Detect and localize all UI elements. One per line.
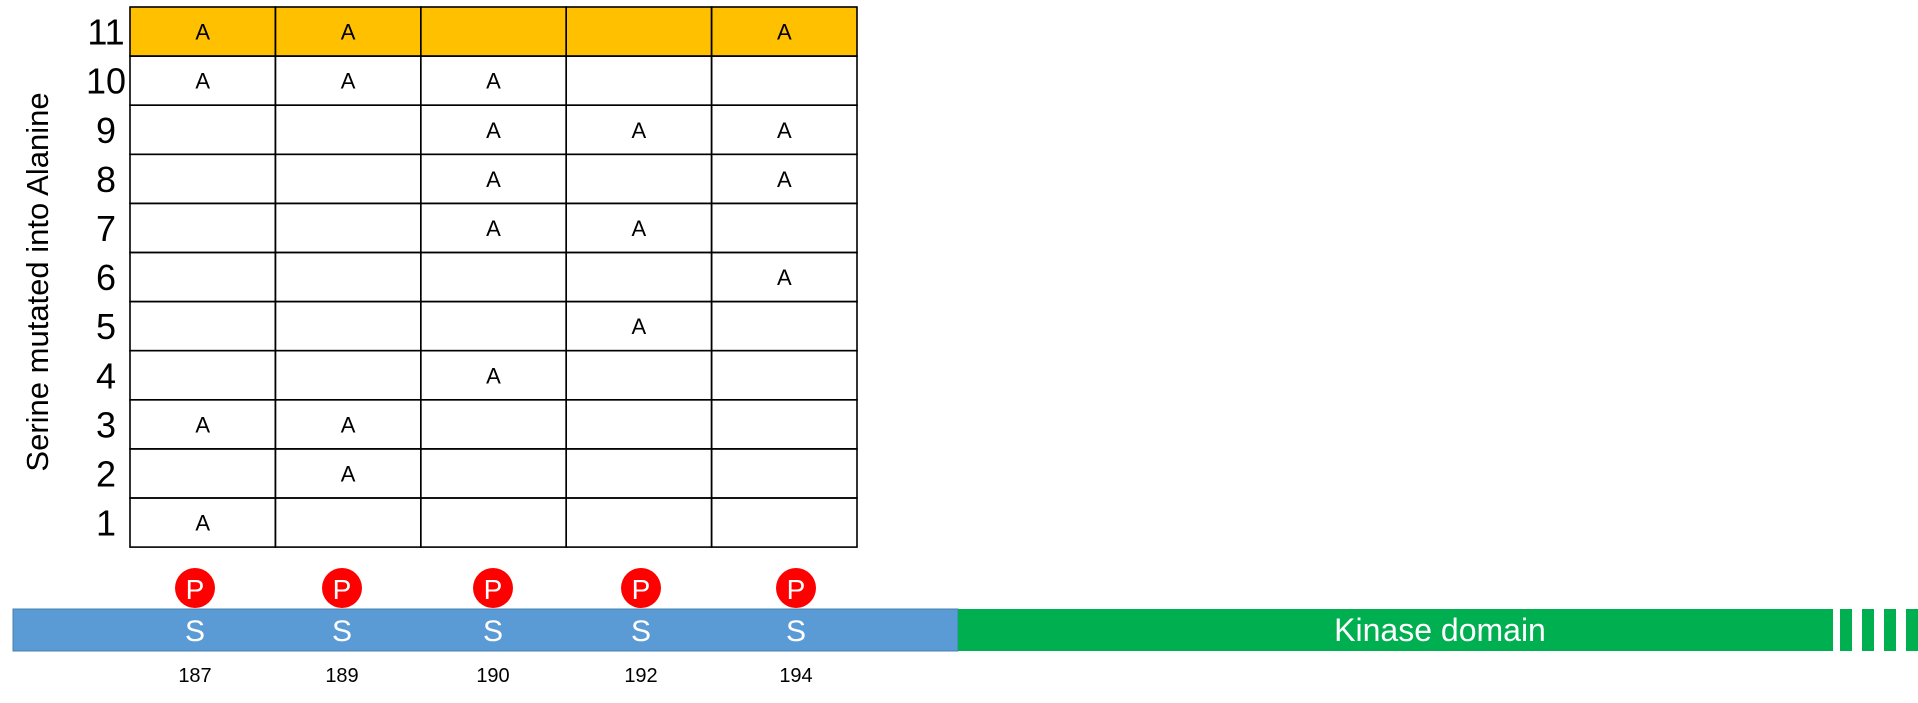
row-label: 11	[87, 12, 124, 53]
serine-residue-label: S	[631, 615, 651, 648]
alanine-mark: A	[486, 363, 501, 388]
highlight-row-bg	[130, 7, 857, 57]
table-cell	[710, 497, 858, 548]
regulatory-region-bar	[12, 608, 959, 652]
table-cell	[274, 497, 422, 548]
y-axis-label: Serine mutated into Alanine	[20, 92, 55, 471]
row-label: 8	[96, 159, 116, 200]
kinase-domain-continuation-stripe	[1906, 609, 1918, 651]
table-cell	[129, 104, 277, 156]
alanine-mark: A	[486, 118, 501, 143]
phosphate-label: P	[186, 574, 205, 605]
table-cell	[710, 55, 858, 106]
table-cell	[129, 153, 277, 205]
row-label: 6	[96, 257, 116, 298]
alanine-mark: A	[486, 69, 501, 94]
table-cell	[710, 349, 858, 401]
kinase-domain-bar	[958, 609, 1833, 651]
row-label: 1	[96, 503, 116, 544]
table-cell	[419, 300, 567, 352]
alanine-mark: A	[777, 20, 792, 45]
table-cell	[710, 202, 858, 254]
alanine-mark: A	[486, 167, 501, 192]
phosphorylation-marker	[776, 568, 816, 608]
alanine-mark: A	[777, 265, 792, 290]
table-cell	[710, 398, 858, 450]
phosphorylation-marker	[322, 568, 362, 608]
row-label: 9	[96, 110, 116, 151]
residue-position-label: 190	[476, 665, 509, 687]
table-cell	[129, 251, 277, 303]
serine-residue-label: S	[332, 615, 352, 648]
alanine-mark: A	[777, 167, 792, 192]
residue-position-label: 192	[624, 665, 657, 687]
table-cell	[274, 104, 422, 156]
row-label: 4	[96, 355, 116, 396]
table-cell	[565, 251, 713, 303]
table-cell	[274, 202, 422, 254]
alanine-mark: A	[195, 20, 210, 45]
table-cell	[274, 349, 422, 401]
alanine-mark: A	[777, 118, 792, 143]
kinase-domain-continuation-stripe	[1884, 609, 1896, 651]
table-cell	[419, 448, 567, 499]
table-cell	[129, 349, 277, 401]
serine-residue-label: S	[185, 615, 205, 648]
table-cell	[565, 153, 713, 205]
alanine-mark: A	[341, 69, 356, 94]
table-cell	[419, 497, 567, 548]
table-cell	[129, 300, 277, 352]
alanine-mark: A	[341, 20, 356, 45]
alanine-mark: A	[632, 216, 647, 241]
phosphate-label: P	[333, 574, 352, 605]
table-cell	[129, 202, 277, 254]
row-label: 3	[96, 404, 116, 445]
kinase-domain-label: Kinase domain	[1334, 612, 1546, 648]
kinase-domain-continuation-stripe	[1840, 609, 1852, 651]
table-cell	[710, 300, 858, 352]
table-cell	[274, 300, 422, 352]
phosphorylation-marker	[621, 568, 661, 608]
table-cell	[565, 448, 713, 499]
row-label: 5	[96, 306, 116, 347]
residue-position-label: 189	[325, 665, 358, 687]
alanine-mark: A	[195, 412, 210, 437]
row-label: 2	[96, 453, 116, 494]
row-label: 7	[96, 208, 116, 249]
alanine-mark: A	[632, 118, 647, 143]
serine-residue-label: S	[786, 615, 806, 648]
alanine-mark: A	[341, 461, 356, 486]
alanine-mark: A	[486, 216, 501, 241]
phosphate-label: P	[484, 574, 503, 605]
alanine-mark: A	[341, 412, 356, 437]
table-cell	[565, 349, 713, 401]
table-cell	[710, 448, 858, 499]
table-cell	[419, 398, 567, 450]
phosphorylation-marker	[175, 568, 215, 608]
table-cell	[274, 153, 422, 205]
phosphate-label: P	[632, 574, 651, 605]
residue-position-label: 187	[178, 665, 211, 687]
alanine-mark: A	[195, 511, 210, 536]
residue-position-label: 194	[779, 665, 812, 687]
table-cell	[565, 497, 713, 548]
row-label: 10	[86, 61, 126, 102]
table-cell	[419, 251, 567, 303]
phosphate-label: P	[787, 574, 806, 605]
serine-residue-label: S	[483, 615, 503, 648]
alanine-mark: A	[195, 69, 210, 94]
table-cell	[274, 251, 422, 303]
phosphorylation-marker	[473, 568, 513, 608]
kinase-domain-continuation-stripe	[1862, 609, 1874, 651]
alanine-mark: A	[632, 314, 647, 339]
table-cell	[129, 448, 277, 499]
table-cell	[565, 398, 713, 450]
table-cell	[565, 55, 713, 106]
